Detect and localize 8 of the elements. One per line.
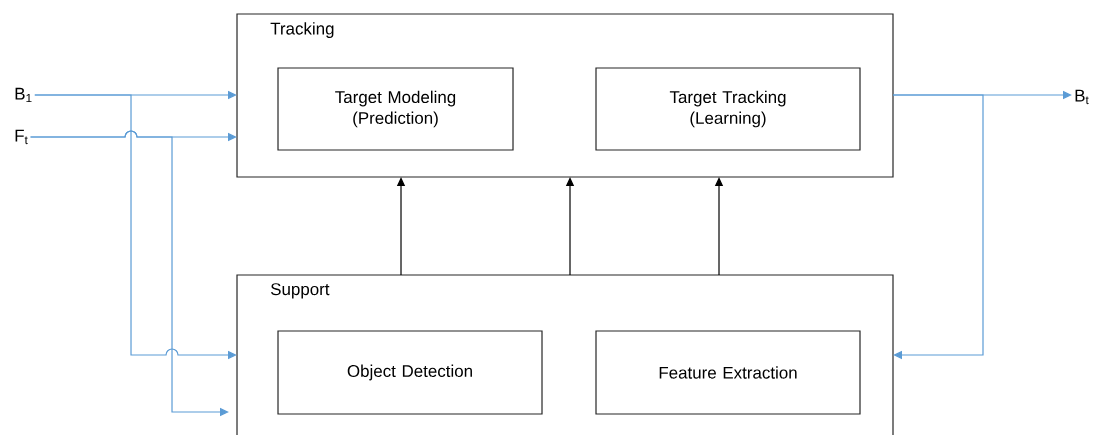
process-box: Feature Extraction xyxy=(595,330,861,415)
process-box: Target Tracking (Learning) xyxy=(595,67,861,151)
arrow xyxy=(892,94,984,360)
process-box: Target Modeling (Prediction) xyxy=(277,67,514,151)
signal-label: F$_{t}$ xyxy=(15,129,28,145)
signal-label: B$_{1}$ xyxy=(15,87,32,103)
signal-label: B$_{t}$ xyxy=(1075,89,1089,105)
process-box: Object Detection xyxy=(277,330,543,415)
